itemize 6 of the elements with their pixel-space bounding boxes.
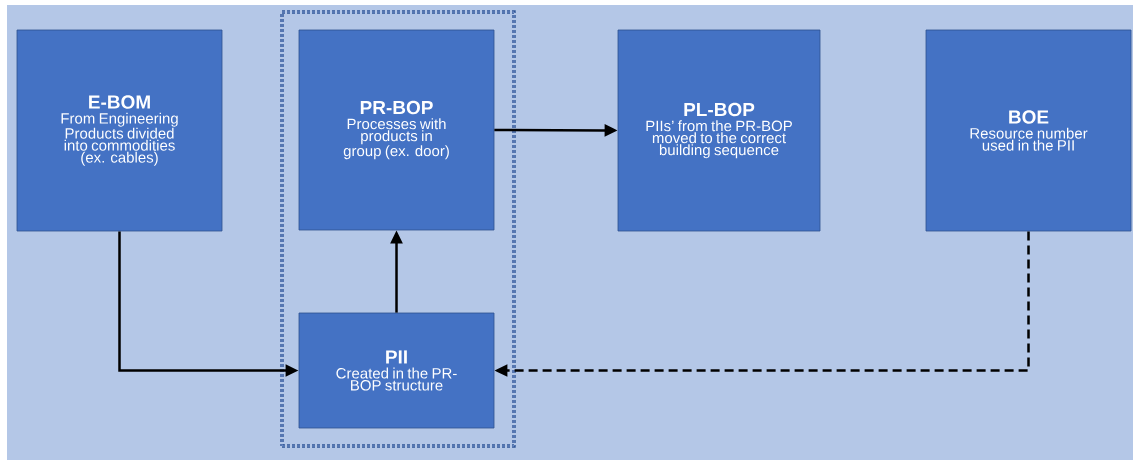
- process-box: E-BOM From Engineering Products divided into commodities (ex. cables): [16, 29, 223, 232]
- group-frame: [280, 10, 516, 448]
- process-box: PR-BOP Processes with products in group (ex. door): [298, 29, 495, 231]
- process-box: PII Created in the PR-BOP structure: [298, 312, 495, 429]
- process-box: PL-BOP PIIs’ from the PR-BOP moved to the correct building sequence: [617, 29, 821, 232]
- process-box: BOE Resource number used in the PII: [925, 29, 1132, 232]
